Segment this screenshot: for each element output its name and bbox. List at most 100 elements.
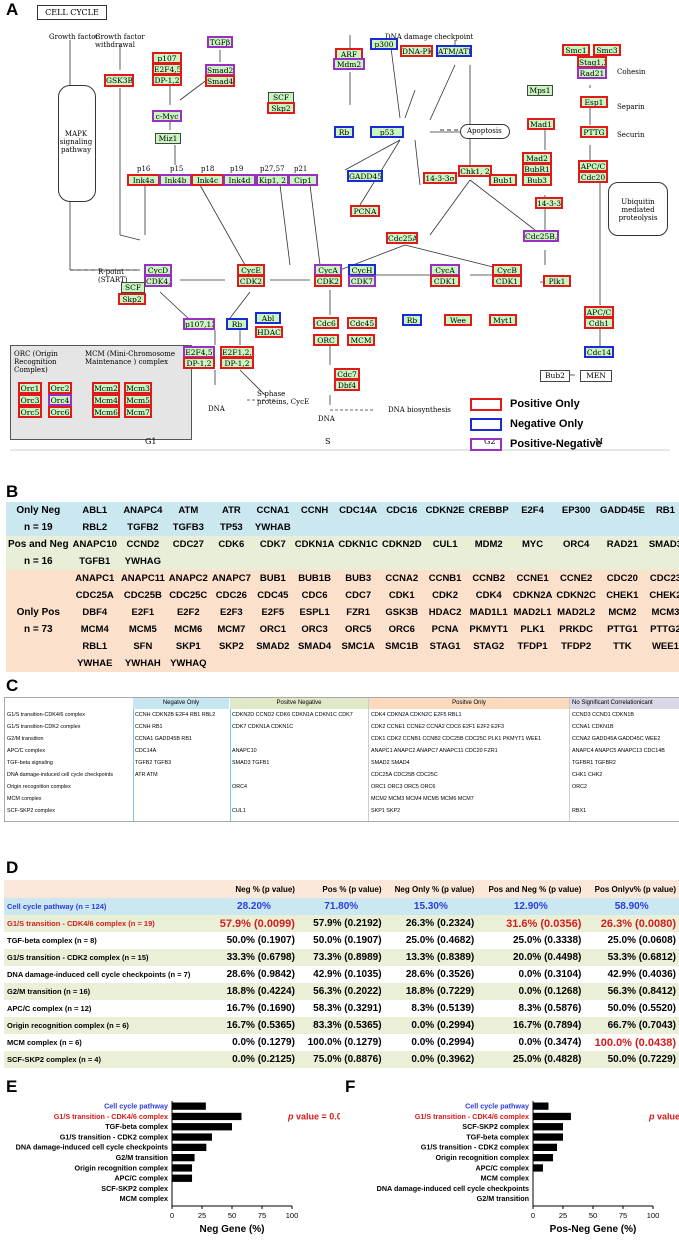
gene-symbol: CCNB1 — [428, 573, 462, 584]
enrichment-value: 56.3% (0.2022) — [313, 986, 382, 997]
gene-symbol — [511, 519, 555, 536]
enrichment-value: 57.9% (0.0099) — [219, 917, 295, 930]
header-pos: Pos % (p value) — [322, 884, 382, 894]
enrichment-row: G1/S transition - CDK2 complex (n = 15)3… — [4, 949, 679, 966]
p-value-prefix: p — [648, 1111, 655, 1121]
bar — [533, 1112, 571, 1121]
gene-group-label — [6, 587, 71, 604]
label-rpoint: R-point (START) — [98, 268, 128, 284]
category-label: SCF-SKP2 complex — [101, 1184, 168, 1193]
gene-symbol: CDKN2E — [425, 505, 465, 516]
enrichment-body: G1/S transition - CDK4/6 complex (n = 19… — [4, 915, 679, 1068]
gene-pcna: PCNA — [350, 205, 380, 217]
gene-symbol: ORC4 — [562, 539, 590, 550]
gene-bub2: Bub2 — [540, 370, 570, 382]
enrichment-value: 0.0% (0.3962) — [411, 1054, 475, 1065]
label-dna-1: DNA — [208, 405, 225, 413]
gene-symbol: E2F2 — [176, 607, 200, 618]
enrichment-value: 8.3% (0.5139) — [411, 1003, 475, 1014]
gene-kip12: Kip1, 2 — [256, 174, 289, 186]
bar — [172, 1112, 242, 1121]
label-dna-2: DNA — [318, 415, 335, 423]
gene-symbol — [647, 519, 679, 536]
enrichment-value: 28.6% (0.3526) — [405, 969, 475, 980]
gene-cmyc: c-Myc — [152, 110, 182, 122]
gene-group-label: n = 16 — [23, 556, 53, 567]
label-p19: p19 — [230, 165, 244, 173]
gene-symbol: HDAC2 — [428, 607, 462, 618]
gene-symbol: EP300 — [561, 505, 591, 516]
gene-symbol: CCNE2 — [560, 573, 593, 584]
gene-symbol: ANAPC11 — [120, 573, 165, 584]
label-p2757: p27,57 — [260, 165, 285, 173]
bar — [172, 1133, 212, 1141]
bar — [172, 1174, 193, 1182]
gene-symbol: YWHAB — [254, 522, 291, 533]
gene-symbol: CDC25C — [169, 590, 208, 601]
complex-name: G1/S transition - CDK4/6 complex (n = 19… — [7, 919, 155, 928]
complex-genes-pn: ANAPC10 — [232, 748, 257, 754]
gene-symbol — [598, 655, 647, 672]
gene-symbol: ATM — [178, 505, 199, 516]
complex-name: G2/M transition — [7, 736, 44, 742]
gene-mcm6: Mcm6 — [92, 406, 120, 418]
x-tick-label: 50 — [228, 1211, 236, 1220]
enrichment-value: 18.8% (0.7229) — [405, 986, 475, 997]
gene-tgfb: TGFβ — [207, 36, 233, 48]
complex-genes-ns: CCNA1 CDKN1B — [572, 724, 614, 730]
enrichment-value: 66.7% (0.7043) — [607, 1020, 676, 1031]
enrichment-value: 73.3% (0.8989) — [313, 952, 382, 963]
gene-symbol — [210, 553, 253, 570]
enrichment-value: 31.6% (0.0356) — [506, 917, 582, 930]
gene-symbol: ANAPC4 — [123, 505, 163, 516]
complex-name: DNA damage-induced cell cycle checkpoint… — [7, 772, 114, 778]
label-dna-biosynthesis: DNA biosynthesis — [388, 406, 451, 414]
legend-label-negative: Negative Only — [510, 418, 584, 430]
gene-symbol: ORC3 — [301, 624, 328, 635]
gene-stag12: Stag1,2 — [577, 56, 607, 68]
gene-symbol: CDK1 — [388, 590, 415, 601]
gene-symbol — [293, 553, 337, 570]
complex-genes-neg: CCNA1 GADD45B RB1 — [135, 736, 192, 742]
gene-symbol: CDKN2A — [512, 590, 553, 601]
gene-symbol — [598, 519, 647, 536]
gene-symbol: PRKDC — [559, 624, 594, 635]
gene-symbol: BUB1B — [298, 573, 331, 584]
mapk-box — [58, 85, 96, 202]
gene-symbol — [253, 553, 293, 570]
x-tick-label: 0 — [170, 1211, 174, 1220]
gene-symbol: CDKN2C — [556, 590, 596, 601]
gene-symbol: CDK7 — [259, 539, 286, 550]
gene-symbol: CCNE1 — [516, 573, 549, 584]
complex-genes-pn: CDK7 CDKN1A CDKN1C — [232, 724, 294, 730]
pathway-name: Cell cycle pathway (n = 124) — [7, 902, 107, 911]
gene-symbol: SMC1A — [341, 641, 375, 652]
legend-label-positive: Positive Only — [510, 398, 580, 410]
gene-symbol: FZR1 — [346, 607, 371, 618]
gene-symbol: CCNA1 — [256, 505, 290, 516]
legend-swatch-positive-negative — [470, 437, 502, 451]
label-growth-factor-withdrawal: Growth factor withdrawal — [95, 33, 145, 49]
gene-p300: p300 — [370, 38, 398, 50]
label-mapk: MAPK signaling pathway — [59, 130, 93, 154]
gene-symbol: RBL1 — [82, 641, 108, 652]
label-cohesin: Cohesin — [617, 68, 646, 76]
gene-gsk3b: GSK3B — [104, 74, 134, 87]
gene-abl: Abl — [255, 312, 281, 324]
complex-genes-neg: ATR ATM — [135, 772, 158, 778]
gene-symbol: PTTG1 — [607, 624, 638, 635]
gene-symbol: CDKN2D — [381, 539, 422, 550]
enrichment-value: 100.0% (0.0438) — [594, 1036, 676, 1049]
gene-mcm5: Mcm5 — [124, 394, 152, 406]
gene-symbol: DBF4 — [82, 607, 108, 618]
category-label: MCM complex — [481, 1174, 529, 1183]
diagram-title: CELL CYCLE — [37, 5, 107, 20]
complex-genes-pos: ORC1 ORC3 ORC5 ORC6 — [371, 784, 436, 790]
complex-name: SCF-SKP2 complex (n = 4) — [7, 1055, 101, 1064]
category-label: G2/M transition — [116, 1153, 168, 1162]
gene-cdh1: Cdh1 — [584, 317, 614, 329]
gene-symbol: CCNH — [300, 505, 329, 516]
